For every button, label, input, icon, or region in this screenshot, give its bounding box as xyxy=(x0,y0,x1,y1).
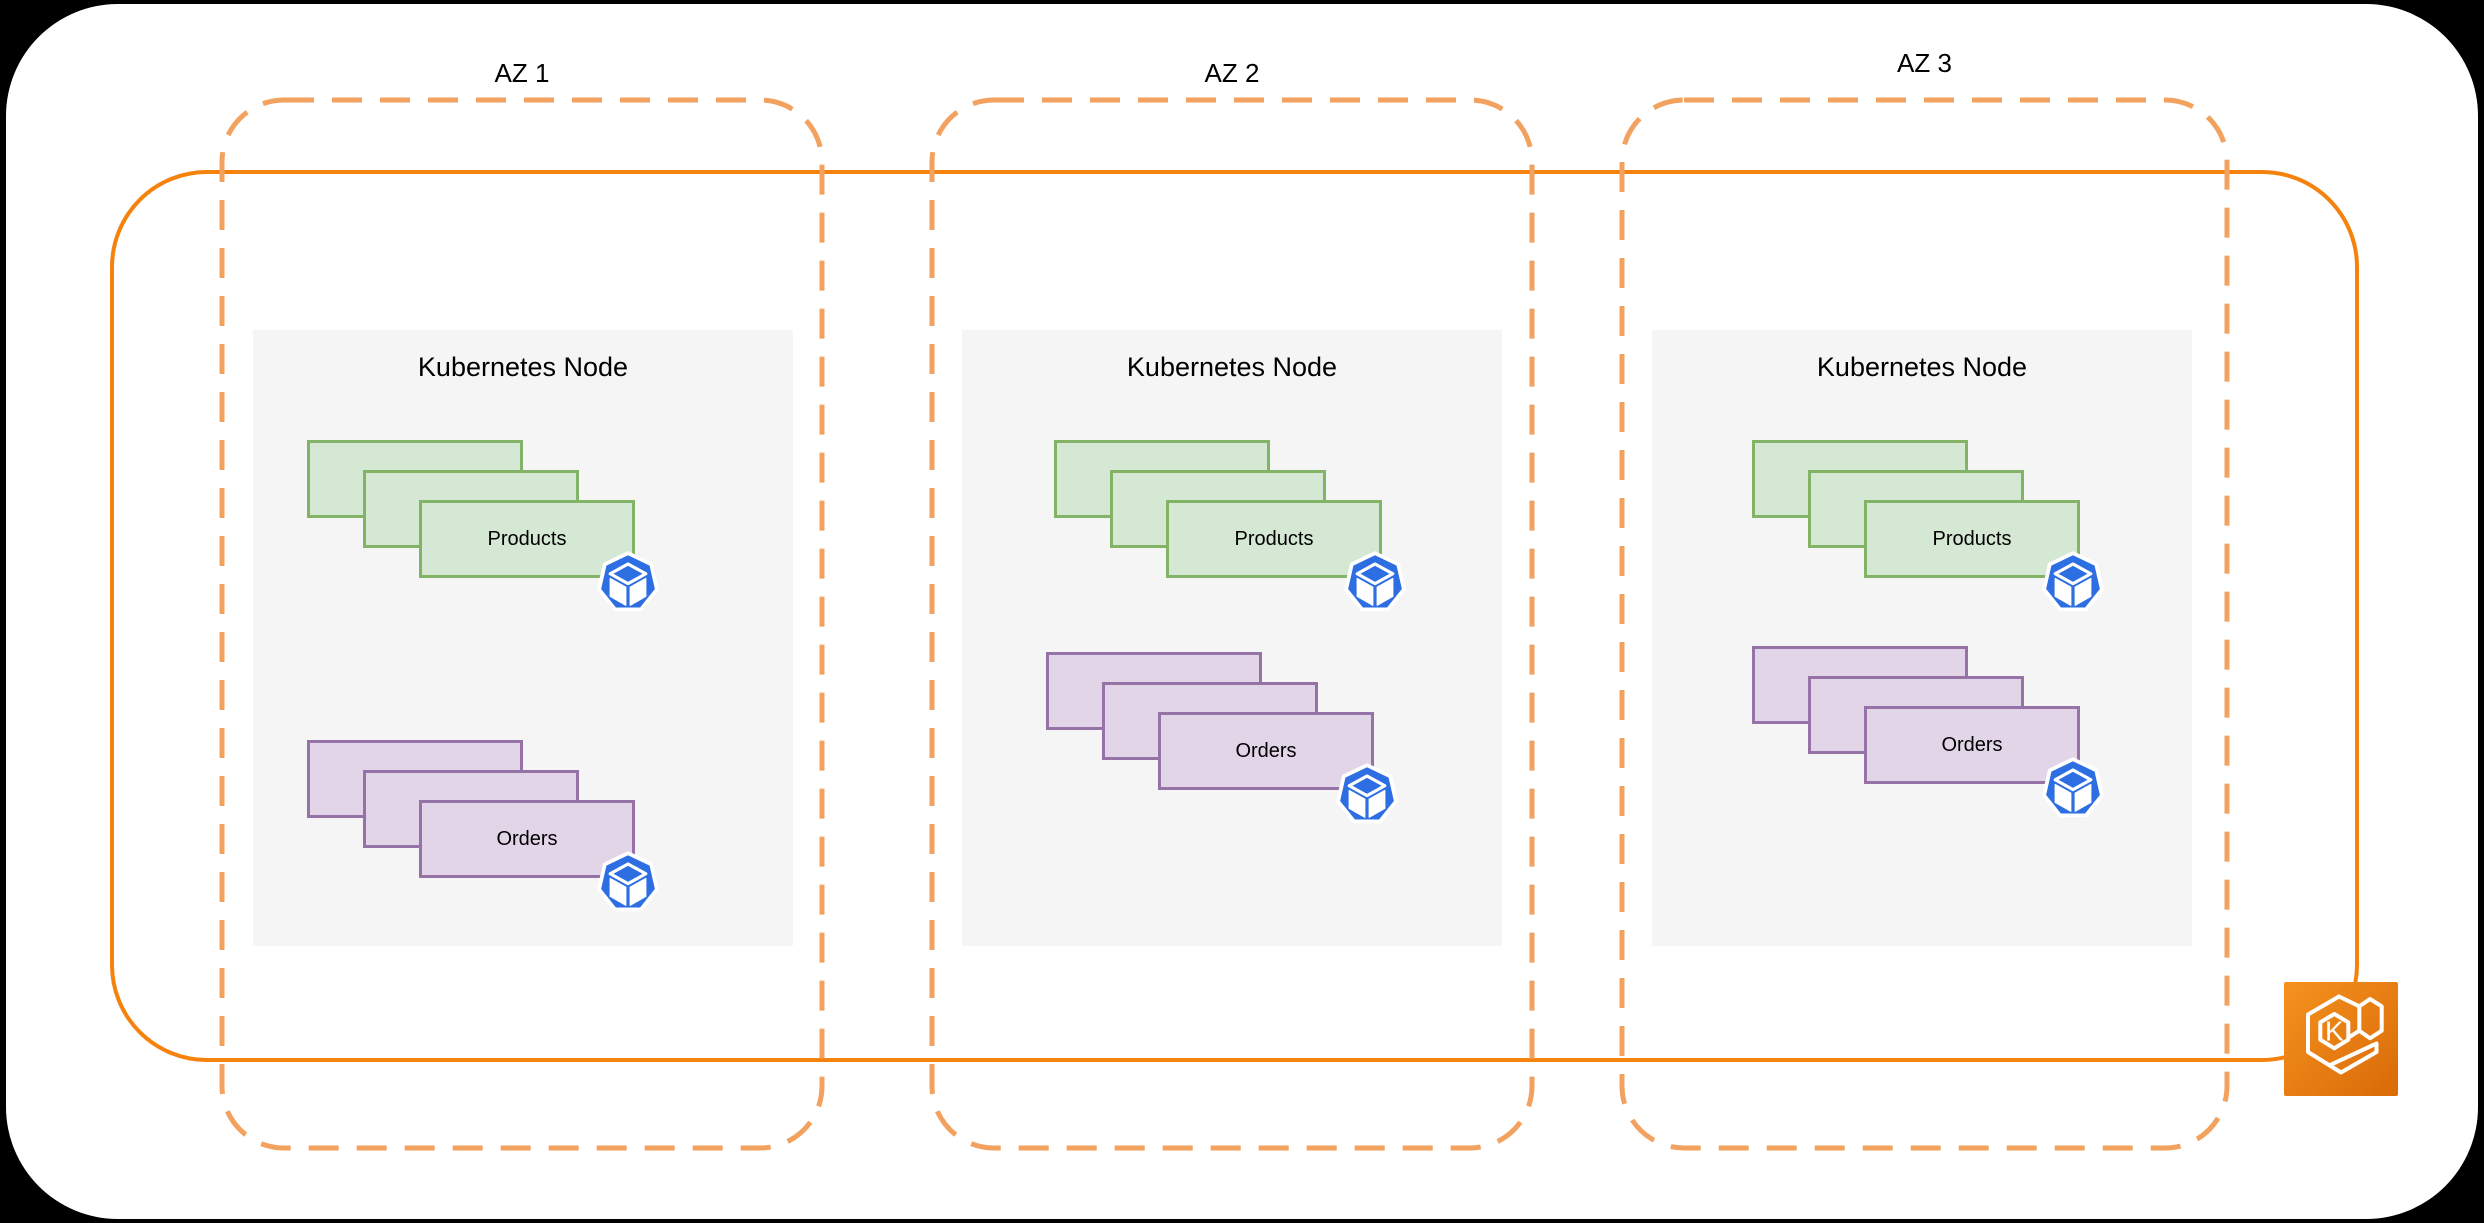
orders-front-card: Orders xyxy=(419,800,635,878)
products-label: Products xyxy=(1932,527,2012,550)
kubernetes-node-az3: Kubernetes Node Products Orders xyxy=(1652,330,2192,946)
products-label: Products xyxy=(1234,527,1314,550)
node-title: Kubernetes Node xyxy=(1126,352,1338,382)
products-label: Products xyxy=(487,527,567,550)
node-title: Kubernetes Node xyxy=(1816,352,2028,382)
kubernetes-node-az1: Kubernetes Node Products Orders xyxy=(253,330,793,946)
kubernetes-node-az2: Kubernetes Node Products Orders xyxy=(962,330,1502,946)
kubernetes-pod-icon xyxy=(597,551,659,612)
orders-deployment-stack: Orders xyxy=(307,740,659,912)
node-title: Kubernetes Node xyxy=(417,352,629,382)
orders-label: Orders xyxy=(1941,733,2003,756)
kubernetes-pod-icon xyxy=(1336,763,1398,824)
kubernetes-pod-icon xyxy=(1344,551,1406,612)
orders-label: Orders xyxy=(496,827,558,850)
az3-label: AZ 3 xyxy=(1897,48,1952,78)
amazon-eks-icon: K xyxy=(2284,982,2398,1096)
kubernetes-pod-icon xyxy=(2042,551,2104,612)
az2-boundary xyxy=(929,97,1535,1151)
eks-k-letter: K xyxy=(2325,1016,2344,1047)
products-deployment-stack: Products xyxy=(1054,440,1406,612)
products-deployment-stack: Products xyxy=(307,440,659,612)
orders-label: Orders xyxy=(1235,739,1297,762)
az1-boundary xyxy=(219,97,825,1151)
eks-cluster-boundary xyxy=(110,170,2359,1062)
orders-deployment-stack: Orders xyxy=(1752,646,2104,818)
kubernetes-pod-icon xyxy=(597,851,659,912)
products-front-card: Products xyxy=(1166,500,1382,578)
az1-label: AZ 1 xyxy=(494,58,550,88)
products-front-card: Products xyxy=(419,500,635,578)
kubernetes-pod-icon xyxy=(2042,757,2104,818)
orders-deployment-stack: Orders xyxy=(1046,652,1398,824)
orders-front-card: Orders xyxy=(1864,706,2080,784)
orders-front-card: Orders xyxy=(1158,712,1374,790)
az3-boundary xyxy=(1619,97,2230,1151)
products-deployment-stack: Products xyxy=(1752,440,2104,612)
az2-label: AZ 2 xyxy=(1204,58,1260,88)
products-front-card: Products xyxy=(1864,500,2080,578)
